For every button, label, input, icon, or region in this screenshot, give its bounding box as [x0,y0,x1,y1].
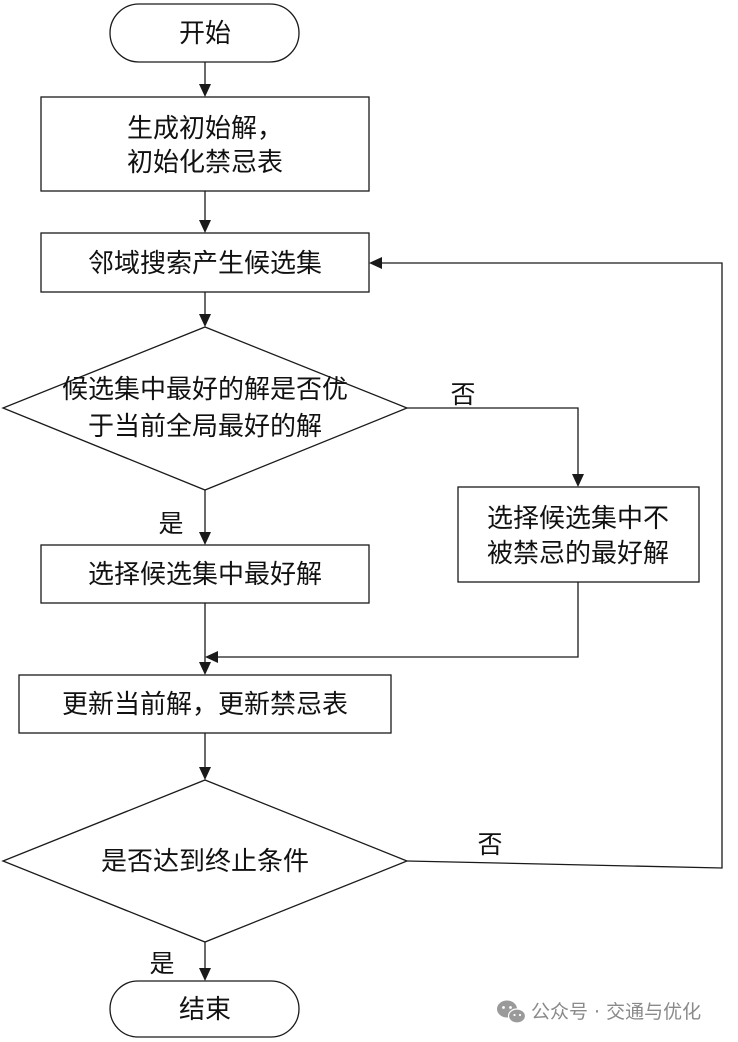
update-node: 更新当前解，更新禁忌表 [18,674,392,734]
edge-decision-stop-loop-back [376,262,723,869]
init-label-line-2: 初始化禁忌表 [127,148,283,178]
select-non-tabu-label-line-2: 被禁忌的最好解 [487,539,669,569]
update-label: 更新当前解，更新禁忌表 [62,690,348,720]
end-node: 结束 [109,980,300,1038]
start-node: 开始 [109,3,300,63]
select-non-tabu-label-line-1: 选择候选集中不 [487,504,669,534]
arrow-decision-stop-loop-back [369,257,382,269]
arrow-decision-stop-to-end [199,968,211,981]
decision-better-label-line-1: 候选集中最好的解是否优 [62,375,348,405]
decision-better-label-line-2: 于当前全局最好的解 [88,412,322,442]
arrow-start-to-init [199,84,211,97]
update-process-shape [18,674,392,734]
start-label: 开始 [179,19,231,49]
edges [199,62,723,981]
select-best-process-shape [40,544,370,604]
select-best-label: 选择候选集中最好解 [88,560,322,590]
edge-label-better-yes: 是 [158,509,183,538]
select-best-node: 选择候选集中最好解 [40,544,370,604]
edge-label-stop-no: 否 [477,830,502,859]
arrow-select-non-tabu-to-merge [205,651,218,663]
decision-stop-label: 是否达到终止条件 [101,847,309,877]
decision-stop-diamond [1,779,409,943]
decision-better-diamond [1,326,409,491]
arrow-decision-to-select-best [199,532,211,545]
neighborhood-process-shape [40,232,370,293]
edge-decision-to-select-non-tabu [407,407,579,480]
end-terminal-shape [109,980,300,1038]
wechat-icon [497,1000,527,1024]
select-non-tabu-process-shape [457,486,700,583]
init-process-shape [40,96,370,192]
arrow-init-to-neighborhood [199,220,211,233]
init-label-line-1: 生成初始解， [127,114,283,144]
watermark: 公众号 · 交通与优化 [497,1000,701,1024]
start-terminal-shape [109,3,300,63]
decision-stop-node: 是否达到终止条件 [1,779,409,943]
decision-better-node: 候选集中最好的解是否优 于当前全局最好的解 [1,326,409,491]
init-node: 生成初始解， 初始化禁忌表 [40,96,370,192]
select-non-tabu-node: 选择候选集中不 被禁忌的最好解 [457,486,700,583]
arrow-update-to-decision-stop [199,767,211,780]
edge-label-better-no: 否 [450,380,475,409]
arrow-neighborhood-to-decision [199,314,211,327]
edge-select-non-tabu-to-merge [212,582,579,658]
watermark-text: 公众号 · 交通与优化 [531,1001,701,1023]
edge-label-stop-yes: 是 [149,949,174,978]
neighborhood-label: 邻域搜索产生候选集 [88,249,322,279]
arrow-decision-to-select-non-tabu [572,474,584,487]
arrow-select-best-to-update [199,662,211,675]
end-label: 结束 [179,995,231,1025]
neighborhood-node: 邻域搜索产生候选集 [40,232,370,293]
